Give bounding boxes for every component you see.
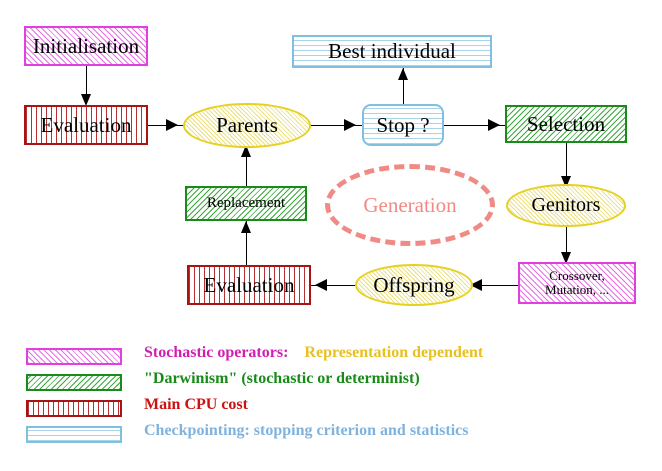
node-genitors[interactable]: Genitors — [506, 184, 626, 227]
legend: Stochastic operators: Representation dep… — [0, 340, 662, 471]
hatch-blue-horizontal — [28, 428, 120, 441]
node-crossover-mutation[interactable]: Crossover, Mutation, ... — [518, 262, 636, 304]
node-best-individual[interactable]: Best individual — [292, 35, 492, 68]
hatch-magenta-diagonal — [28, 350, 120, 363]
edge-genitors-to-crossover — [566, 227, 567, 262]
edge-offspring-to-evaluation — [311, 285, 359, 286]
edge-parents-to-stop — [310, 125, 364, 126]
node-parents-label: Parents — [216, 113, 278, 138]
node-parents[interactable]: Parents — [183, 103, 311, 148]
legend-label-primary: Checkpointing: stopping criterion and st… — [144, 422, 469, 439]
node-initialisation[interactable]: Initialisation — [24, 26, 148, 66]
legend-label-stochastic-operators: Stochastic operators: Representation dep… — [144, 344, 483, 362]
node-stop[interactable]: Stop ? — [362, 104, 444, 146]
node-replacement-label: Replacement — [206, 194, 286, 211]
legend-label-darwinism: "Darwinism" (stochastic or determinist) — [144, 370, 420, 388]
arrowhead-right-parents — [166, 119, 178, 131]
node-initialisation-label: Initialisation — [32, 33, 140, 58]
edge-initialisation-to-evaluation — [86, 65, 87, 97]
node-evaluation-top-label: Evaluation — [40, 112, 132, 137]
legend-label-checkpointing: Checkpointing: stopping criterion and st… — [144, 422, 468, 440]
legend-label-primary: Stochastic operators: — [144, 344, 289, 361]
node-offspring-label: Offspring — [373, 272, 455, 297]
arrowhead-left-offspring — [470, 279, 482, 291]
edge-evaluation-to-replacement — [246, 221, 247, 266]
node-replacement[interactable]: Replacement — [185, 186, 307, 221]
arrowhead-down-crossover — [561, 252, 571, 264]
legend-swatch-blue — [26, 426, 122, 443]
arrowhead-up-parents — [241, 145, 251, 157]
node-best-individual-label: Best individual — [328, 39, 456, 64]
node-crossover-mutation-label: Crossover, Mutation, ... — [545, 268, 609, 297]
edge-stop-to-selection — [444, 125, 506, 126]
node-generation[interactable]: Generation — [325, 164, 495, 246]
legend-label-main-cpu-cost: Main CPU cost — [144, 396, 248, 414]
legend-label-primary: Main CPU cost — [144, 396, 248, 413]
arrowhead-down-evaluation-top — [81, 94, 91, 106]
legend-label-primary: "Darwinism" (stochastic or determinist) — [144, 370, 420, 387]
node-genitors-label: Genitors — [531, 194, 601, 216]
legend-label-secondary: Representation dependent — [304, 344, 484, 361]
arrowhead-right-selection — [488, 119, 500, 131]
arrowhead-up-best-individual — [398, 68, 408, 80]
hatch-green-diagonal — [28, 376, 120, 389]
edge-selection-to-genitors — [566, 143, 567, 183]
edge-crossover-to-offspring — [470, 285, 520, 286]
legend-swatch-magenta — [26, 348, 122, 365]
node-generation-label: Generation — [363, 192, 457, 217]
node-evaluation-top[interactable]: Evaluation — [24, 105, 148, 145]
legend-swatch-red — [26, 400, 122, 417]
node-stop-label: Stop ? — [376, 112, 430, 137]
legend-swatch-green — [26, 374, 122, 391]
edge-replacement-to-parents — [246, 145, 247, 187]
arrowhead-left-evaluation-bottom — [315, 279, 327, 291]
node-offspring[interactable]: Offspring — [355, 264, 473, 306]
hatch-red-vertical — [28, 402, 120, 415]
node-selection-label: Selection — [526, 111, 606, 136]
node-evaluation-bottom[interactable]: Evaluation — [187, 265, 311, 305]
arrowhead-up-replacement — [241, 221, 251, 233]
node-evaluation-bottom-label: Evaluation — [203, 272, 295, 297]
edge-stop-to-best-individual — [403, 68, 404, 106]
arrowhead-right-stop — [344, 119, 356, 131]
arrowhead-down-genitors — [561, 176, 571, 188]
node-selection[interactable]: Selection — [505, 105, 627, 143]
